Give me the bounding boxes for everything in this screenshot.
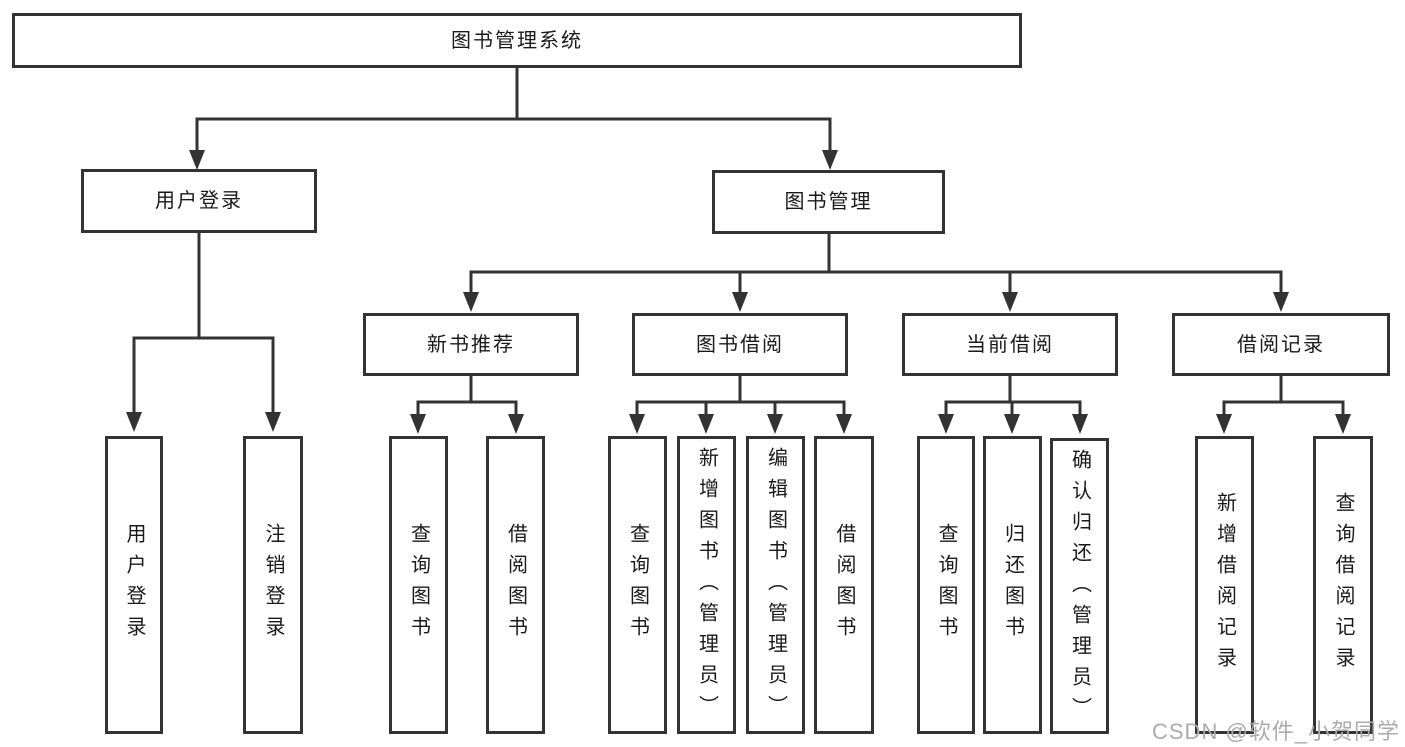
leaf-query-book-recommend: 查询图书 (389, 436, 448, 734)
arrowhead (1004, 414, 1020, 434)
edge-record-to-leaves (1222, 376, 1345, 416)
leaf-return-book: 归还图书 (983, 436, 1042, 734)
arrowhead (1335, 414, 1351, 434)
arrowhead (1216, 414, 1232, 434)
leaf-confirm-return-admin: 确认归还（管理员） (1050, 438, 1109, 734)
leaf-borrow-book-recommend: 借阅图书 (486, 436, 545, 734)
leaf-query-borrow-record: 查询借阅记录 (1313, 436, 1373, 734)
leaf-add-book-admin: 新增图书（管理员） (677, 436, 736, 734)
arrowhead (189, 150, 205, 170)
arrowhead (126, 412, 142, 432)
edge-borrow-to-leaves (635, 376, 846, 416)
edge-root-to-level2 (195, 68, 832, 152)
arrowhead (938, 414, 954, 434)
node-book-management: 图书管理 (712, 170, 945, 234)
leaf-logout: 注销登录 (243, 436, 303, 734)
arrowhead (410, 414, 426, 434)
leaf-query-book-current: 查询图书 (917, 436, 975, 734)
node-new-book-recommend: 新书推荐 (363, 313, 579, 376)
leaf-borrow-book: 借阅图书 (814, 436, 874, 734)
node-book-borrow: 图书借阅 (632, 313, 848, 376)
watermark: CSDN @软件_小贺同学 (1152, 719, 1401, 744)
leaf-user-login: 用户登录 (105, 436, 163, 734)
edge-recommend-to-leaves (416, 376, 518, 416)
arrowheads (126, 150, 1351, 434)
connector-edges (132, 68, 1345, 416)
arrowhead (508, 414, 524, 434)
arrowhead (836, 414, 852, 434)
arrowhead (463, 292, 479, 312)
arrowhead (767, 414, 783, 434)
node-current-borrow: 当前借阅 (902, 313, 1118, 376)
node-root: 图书管理系统 (12, 13, 1022, 68)
arrowhead (629, 414, 645, 434)
edge-current-to-leaves (944, 376, 1082, 416)
leaf-add-borrow-record: 新增借阅记录 (1195, 436, 1254, 734)
arrowhead (1273, 292, 1289, 312)
node-user-login: 用户登录 (81, 169, 317, 233)
arrowhead (1072, 414, 1088, 434)
arrowhead (1002, 292, 1018, 312)
arrowhead (732, 292, 748, 312)
edge-userlogin-to-leaves (132, 233, 275, 414)
arrowhead (698, 414, 714, 434)
edge-bookmgmt-to-level3 (469, 234, 1283, 294)
arrowhead (265, 412, 281, 432)
arrowhead (822, 150, 838, 170)
leaf-query-book-borrow: 查询图书 (608, 436, 667, 734)
node-borrow-record: 借阅记录 (1172, 313, 1390, 376)
leaf-edit-book-admin: 编辑图书（管理员） (746, 436, 805, 734)
